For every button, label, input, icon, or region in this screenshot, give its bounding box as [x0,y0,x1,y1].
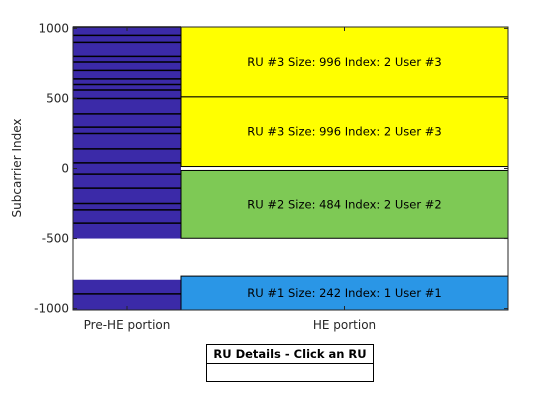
pre-he-portion [73,26,181,310]
x-tick-label: Pre-HE portion [84,318,171,332]
resource-unit-block[interactable] [180,26,509,98]
y-tick-label: 500 [46,91,69,105]
resource-unit-block[interactable] [180,275,509,311]
ru-details-body [207,364,373,382]
resource-unit[interactable]: RU #1 Size: 242 Index: 1 User #1 [180,275,509,311]
pre-he-block [73,98,181,134]
x-axis-ticks: Pre-HE portion HE portion [84,27,376,332]
ru-details-title: RU Details - Click an RU [207,345,373,364]
resource-unit[interactable]: RU #3 Size: 996 Index: 2 User #3 [180,96,509,168]
resource-unit[interactable]: RU #3 Size: 996 Index: 2 User #3 [180,26,509,98]
resource-unit-label: RU #1 Size: 242 Index: 1 User #1 [247,286,441,300]
resource-unit[interactable]: RU #2 Size: 484 Index: 2 User #2 [180,169,509,239]
y-axis-label: Subcarrier Index [10,119,24,218]
resource-unit-label: RU #3 Size: 996 Index: 2 User #3 [247,55,441,69]
resource-unit-block[interactable] [180,96,509,168]
he-portion: RU #1 Size: 242 Index: 1 User #1 RU #2 Si… [180,26,509,311]
y-tick-label: -1000 [34,302,69,316]
ru-details-panel: RU Details - Click an RU [206,344,374,382]
y-axis-ticks: 1000 500 0 -500 -1000 [34,21,508,316]
pre-he-block [73,62,181,99]
y-tick-label: -500 [42,232,69,246]
resource-unit-label: RU #3 Size: 996 Index: 2 User #3 [247,125,441,139]
pre-he-block [73,279,181,310]
pre-he-block [73,203,181,239]
y-tick-label: 0 [61,162,69,176]
y-tick-label: 1000 [38,21,69,35]
x-tick-label: HE portion [313,318,376,332]
resource-unit-block[interactable] [180,169,509,239]
resource-unit-label: RU #2 Size: 484 Index: 2 User #2 [247,197,441,211]
